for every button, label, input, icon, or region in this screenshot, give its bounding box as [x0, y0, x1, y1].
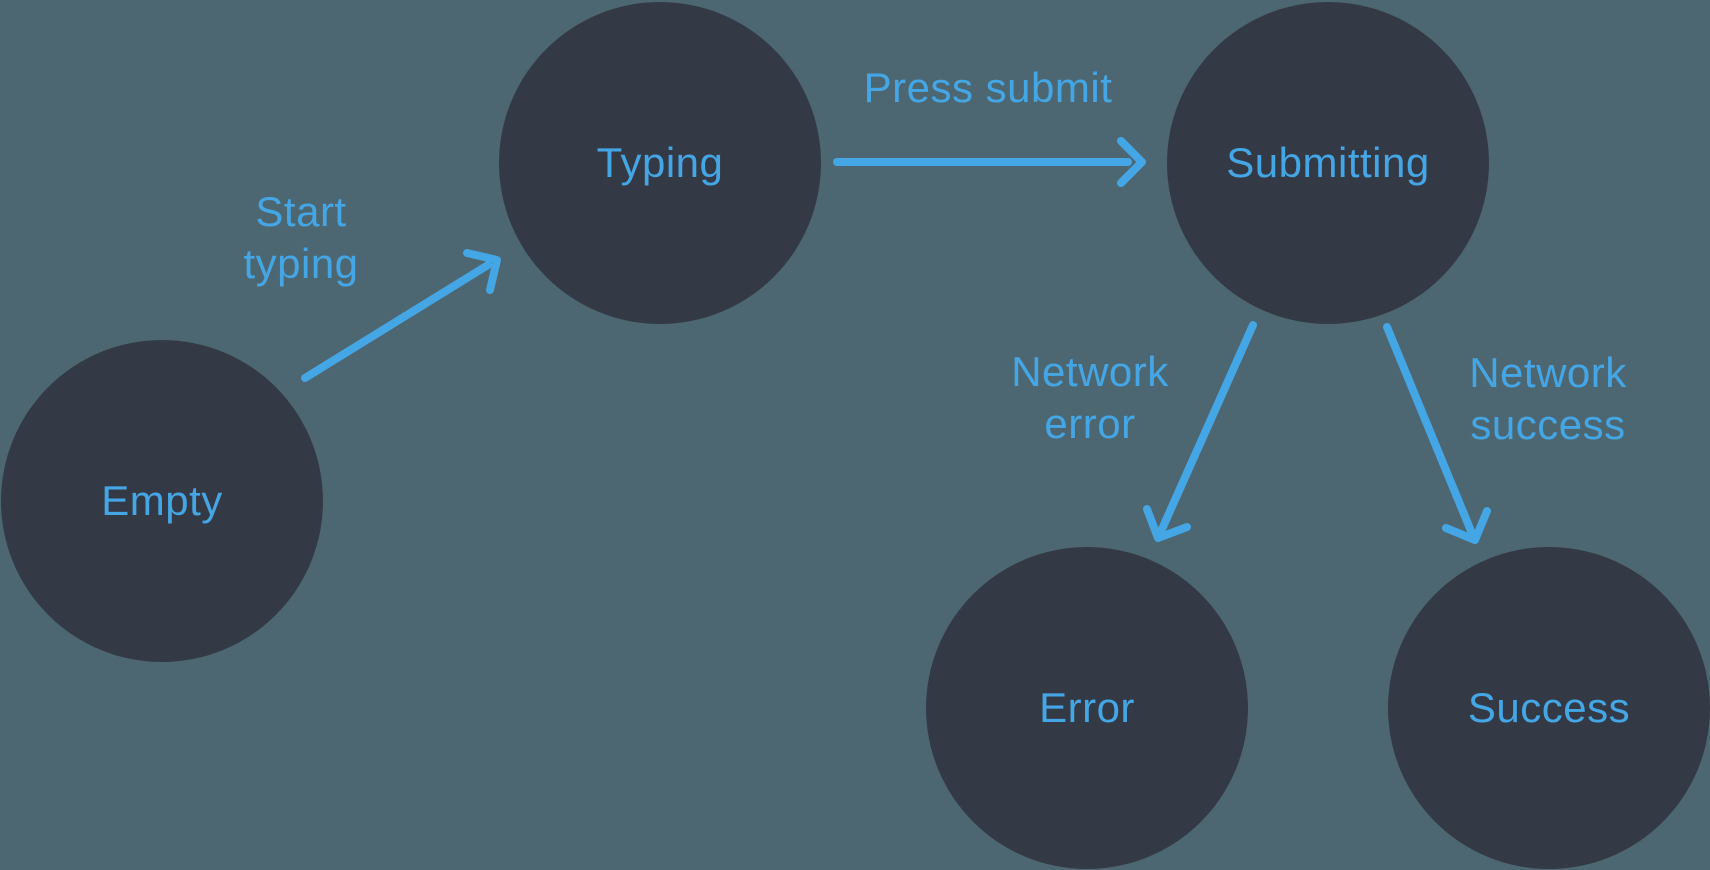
state-node-submitting-label: Submitting [1226, 139, 1430, 186]
state-node-success-label: Success [1467, 684, 1631, 731]
edge-label-press-submit: Press submit [863, 64, 1113, 111]
arrow-network-error [1143, 321, 1257, 542]
arrow-network-success-shaft [1383, 323, 1475, 535]
arrow-network-error-head [1143, 505, 1191, 542]
arrow-start-typing-shaft [301, 261, 492, 382]
arrow-network-success [1383, 323, 1491, 544]
state-node-error-label: Error [1039, 684, 1135, 731]
state-node-submitting: Submitting [1167, 2, 1489, 324]
edge-label-start-typing: Start typing [243, 188, 359, 287]
state-node-success: Success [1388, 547, 1710, 869]
arrow-start-typing [301, 249, 501, 382]
arrow-network-success-head [1442, 507, 1491, 544]
arrow-press-submit-head [1117, 137, 1146, 187]
state-node-empty-label: Empty [101, 477, 223, 524]
state-node-empty: Empty [1, 340, 323, 662]
state-node-typing: Typing [499, 2, 821, 324]
state-node-typing-label: Typing [596, 139, 724, 186]
edge-label-network-error: Network error [1011, 348, 1169, 447]
state-node-error: Error [926, 547, 1248, 869]
arrow-network-error-shaft [1158, 321, 1257, 533]
edge-label-network-success: Network success [1469, 349, 1627, 448]
arrow-start-typing-head [463, 249, 501, 294]
arrow-press-submit [833, 137, 1146, 187]
